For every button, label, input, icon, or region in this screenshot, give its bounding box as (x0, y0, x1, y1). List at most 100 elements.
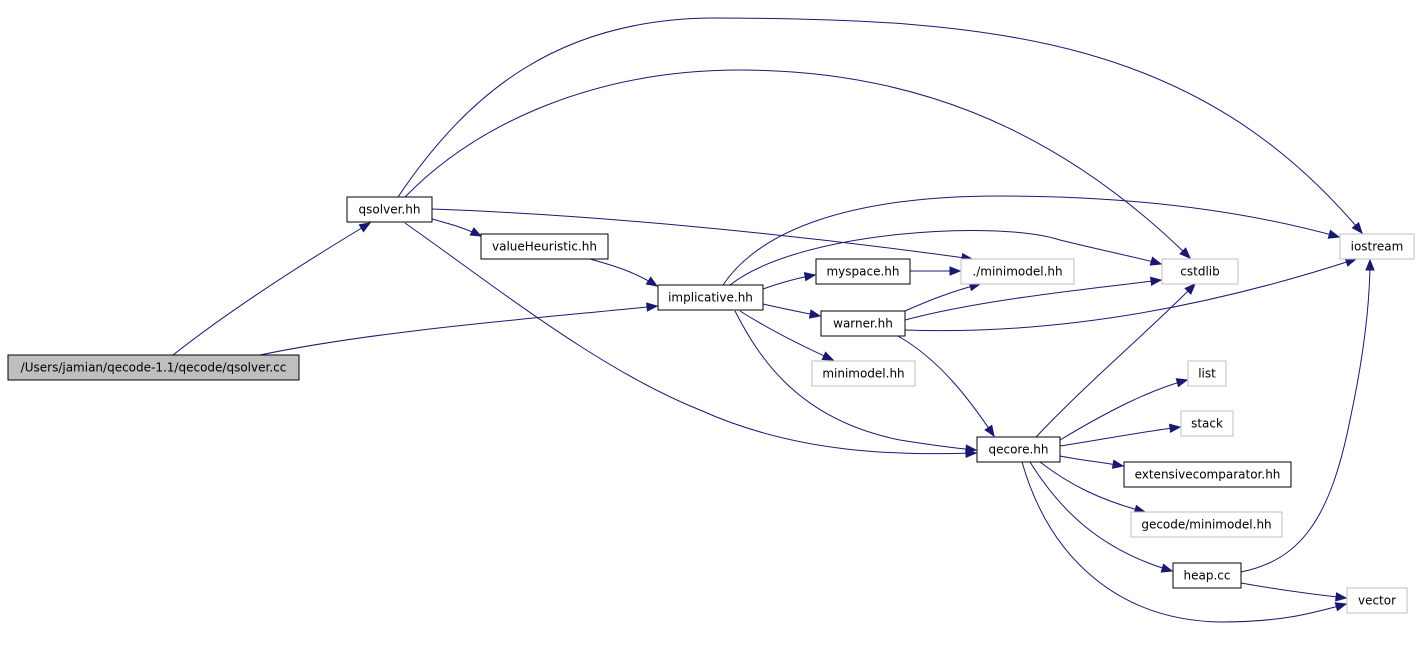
arrowhead (949, 266, 962, 276)
node-iostream[interactable]: iostream (1339, 233, 1415, 260)
node-box[interactable] (960, 258, 1075, 285)
edge-line (404, 222, 977, 455)
node-label: qsolver.hh (359, 203, 421, 217)
node-box[interactable] (346, 196, 433, 223)
edge-heap-to-iostream (1240, 258, 1375, 573)
node-label: /Users/jamian/qecode-1.1/qecode/qsolver.… (21, 361, 287, 375)
node-label: valueHeuristic.hh (492, 240, 597, 254)
arrowhead (1335, 592, 1348, 602)
arrowhead (1111, 459, 1125, 469)
edge-implicative-to-minimodel (739, 310, 835, 361)
node-myspace[interactable]: myspace.hh (815, 258, 911, 285)
node-box[interactable] (1130, 511, 1283, 538)
arrowhead (645, 276, 659, 287)
edge-implicative-to-iostream (722, 195, 1341, 286)
arrowhead (1160, 563, 1174, 573)
node-box[interactable] (7, 354, 300, 381)
node-stack[interactable]: stack (1180, 410, 1234, 437)
edge-qecore-to-cstdlib (1035, 283, 1196, 438)
edges-layer (172, 17, 1375, 623)
node-box[interactable] (657, 284, 764, 311)
edge-valueHeuristic-to-implicative (589, 258, 659, 287)
edge-line (1035, 283, 1196, 438)
node-dotminimodel[interactable]: ./minimodel.hh (960, 258, 1075, 285)
node-label: extensivecomparator.hh (1135, 468, 1281, 482)
edge-line (904, 258, 1357, 332)
edge-line (404, 69, 1191, 259)
node-box[interactable] (1346, 587, 1408, 614)
node-label: implicative.hh (668, 291, 753, 305)
node-gecodemini[interactable]: gecode/minimodel.hh (1130, 511, 1283, 538)
node-box[interactable] (976, 436, 1061, 463)
edge-implicative-to-qecore (734, 310, 978, 454)
edge-line (1059, 426, 1181, 447)
node-list[interactable]: list (1187, 360, 1227, 387)
edge-root-to-qsolver (172, 222, 372, 356)
edge-line (1240, 259, 1371, 573)
node-label: stack (1191, 417, 1223, 431)
node-box[interactable] (1339, 233, 1415, 260)
node-vector[interactable]: vector (1346, 587, 1408, 614)
node-label: iostream (1351, 240, 1404, 254)
edge-myspace-to-dotminimodel (909, 266, 962, 276)
edge-qecore-to-heap (1029, 461, 1174, 573)
edge-qsolver-to-valueHeuristic (431, 218, 483, 237)
node-box[interactable] (811, 360, 916, 387)
arrowhead (358, 222, 372, 233)
node-qsolver[interactable]: qsolver.hh (346, 196, 433, 223)
node-box[interactable] (820, 310, 906, 337)
edge-implicative-to-warner (762, 303, 822, 319)
arrowhead (1149, 256, 1163, 266)
node-box[interactable] (1187, 360, 1227, 387)
node-box[interactable] (480, 233, 609, 260)
edge-line (589, 258, 658, 287)
arrowhead (1149, 276, 1163, 286)
edge-line (722, 195, 1340, 286)
node-extensive[interactable]: extensivecomparator.hh (1123, 461, 1292, 488)
node-heap[interactable]: heap.cc (1172, 562, 1242, 589)
edge-line (1029, 461, 1173, 572)
node-label: heap.cc (1184, 569, 1231, 583)
arrowhead (965, 444, 978, 454)
node-label: ./minimodel.hh (972, 265, 1062, 279)
node-box[interactable] (1180, 410, 1234, 437)
edge-line (734, 310, 977, 451)
edge-line (172, 222, 371, 356)
node-label: list (1198, 367, 1216, 381)
arrowhead (1179, 247, 1191, 259)
node-label: warner.hh (833, 317, 893, 331)
edge-warner-to-cstdlib (904, 276, 1163, 321)
node-box[interactable] (1161, 258, 1239, 285)
edge-line (259, 305, 658, 356)
node-qecore[interactable]: qecore.hh (976, 436, 1061, 463)
node-warner[interactable]: warner.hh (820, 310, 906, 337)
edge-qecore-to-gecodemini (1039, 461, 1147, 514)
edge-heap-to-vector (1240, 582, 1348, 602)
node-implicative[interactable]: implicative.hh (657, 284, 764, 311)
node-cstdlib[interactable]: cstdlib (1161, 258, 1239, 285)
node-valueHeuristic[interactable]: valueHeuristic.hh (480, 233, 609, 260)
edge-line (397, 17, 1363, 234)
arrowhead (646, 302, 659, 312)
node-box[interactable] (815, 258, 911, 285)
edge-line (729, 230, 1162, 286)
node-label: myspace.hh (826, 265, 899, 279)
edge-root-to-implicative (259, 302, 659, 356)
edge-qecore-to-list (1059, 378, 1189, 441)
edge-line (1039, 461, 1146, 513)
node-label: qecore.hh (988, 443, 1048, 457)
node-box[interactable] (1172, 562, 1242, 589)
edge-line (904, 279, 1162, 321)
node-label: cstdlib (1180, 265, 1219, 279)
node-label: minimodel.hh (822, 367, 904, 381)
node-box[interactable] (1123, 461, 1292, 488)
edge-qsolver-to-iostream (397, 17, 1363, 235)
arrowhead (1327, 229, 1341, 239)
edge-line (1059, 379, 1188, 441)
node-root[interactable]: /Users/jamian/qecode-1.1/qecode/qsolver.… (7, 354, 300, 381)
node-label: vector (1358, 594, 1396, 608)
arrowhead (1184, 283, 1196, 295)
arrowhead (808, 309, 822, 319)
node-minimodel[interactable]: minimodel.hh (811, 360, 916, 387)
